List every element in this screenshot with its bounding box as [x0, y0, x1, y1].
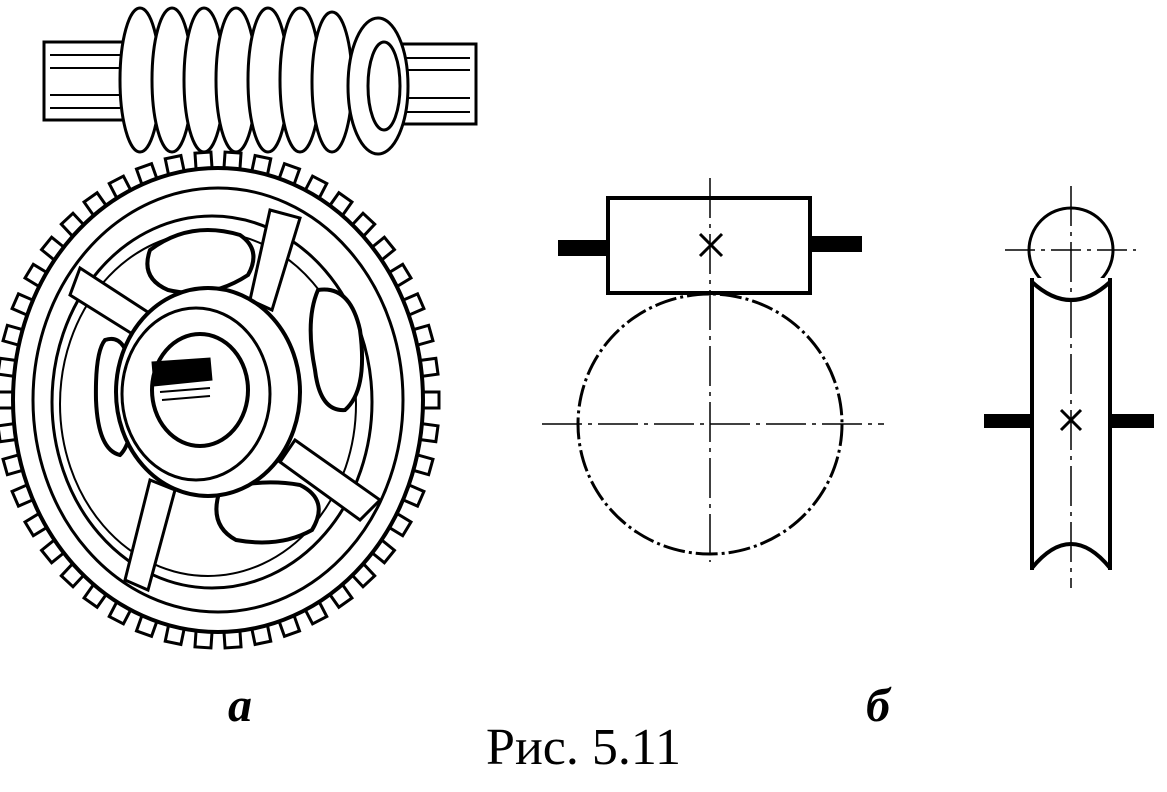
panel-label-a: а: [228, 679, 252, 732]
gear-hub: [114, 286, 302, 498]
worm-gear-illustration: [0, 6, 478, 650]
schematic-side-view: [984, 186, 1154, 588]
schematic-front-view: [542, 178, 884, 562]
worm-threads: [118, 6, 410, 156]
figure-caption: Рис. 5.11: [486, 719, 681, 776]
gear-tooth: [421, 390, 441, 410]
worm-gear-schematic: [542, 178, 1154, 588]
panel-label-b: б: [866, 679, 890, 732]
